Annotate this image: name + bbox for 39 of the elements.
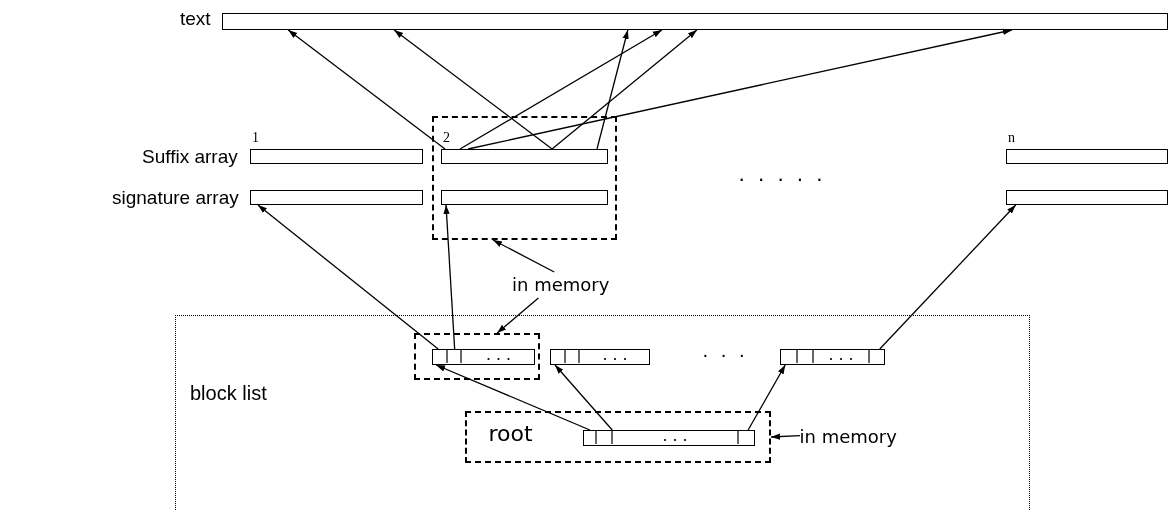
dotted-region [175,315,1030,510]
signature-array-bar [441,190,608,205]
arrow [443,204,456,350]
box-label: root [488,420,533,446]
index-label: 2 [443,130,450,146]
arrow [879,204,1017,350]
index-label: n [1008,130,1015,146]
text-bar [222,13,1168,30]
dashed-memory-box [413,332,540,380]
arrow [551,29,698,150]
leader-arrow [496,297,540,334]
block-bar [431,348,535,365]
row-label: Suffix array [142,146,238,168]
arrow [596,29,629,150]
dashed-memory-box [464,410,771,463]
ellipsis: · · · [702,343,749,366]
signature-array-bar [1006,190,1168,205]
region-label: block list [190,382,267,405]
leader-arrow [770,433,801,440]
arrow [747,364,786,431]
ellipsis: · · · · · [738,166,827,192]
signature-array-bar [250,190,423,205]
arrow [459,29,663,150]
index-label: 1 [252,130,259,146]
arrow [257,204,439,350]
dashed-memory-box [432,116,617,240]
arrow [435,364,591,431]
annotation-text: in memory [799,423,948,450]
root-block-bar [582,429,755,446]
arrow [554,364,613,431]
arrow [287,29,446,150]
block-bar [549,348,650,365]
row-label: text [180,8,211,30]
block-bar [779,348,885,365]
annotation-text: in memory [512,272,644,298]
arrow [467,28,1013,150]
row-label: signature array [112,187,239,209]
arrow [393,29,553,150]
leader-arrow [492,239,555,273]
